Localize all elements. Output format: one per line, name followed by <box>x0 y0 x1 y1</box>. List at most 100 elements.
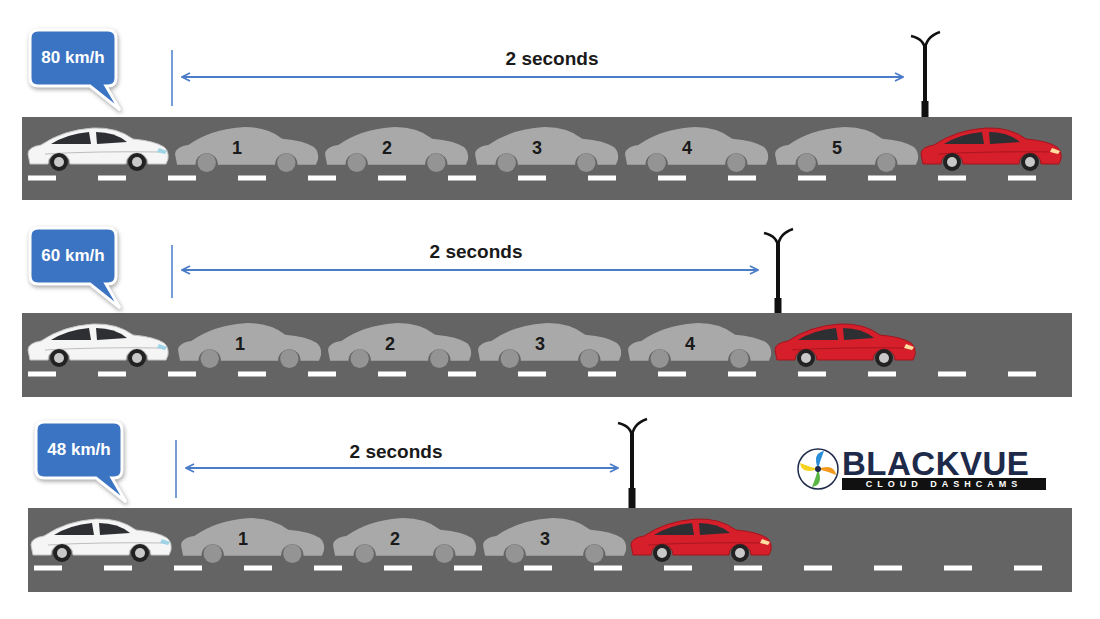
distance-label: 2 seconds <box>376 240 576 264</box>
following-car: 2 <box>330 514 478 564</box>
road <box>22 313 1072 397</box>
car-wheel <box>727 153 745 172</box>
speed-label: 48 km/h <box>36 422 122 478</box>
bubble-shape <box>28 226 128 311</box>
car-number: 1 <box>172 137 302 159</box>
car-silhouette <box>172 123 320 173</box>
following-car: 3 <box>475 319 623 369</box>
bubble-outline <box>30 228 120 308</box>
car-body <box>775 127 918 165</box>
following-car: 4 <box>622 123 770 173</box>
car-wheel <box>435 544 453 563</box>
car-shape <box>478 323 621 368</box>
lamp-post <box>764 229 793 320</box>
following-car: 2 <box>322 123 470 173</box>
car-silhouette <box>472 123 620 173</box>
bubble-shape <box>34 420 134 505</box>
car-wheel <box>430 349 448 368</box>
car-silhouette <box>475 319 623 369</box>
following-car: 1 <box>172 123 320 173</box>
following-car: 1 <box>175 319 323 369</box>
bubble-outline <box>30 30 120 110</box>
car-number: 1 <box>175 333 305 355</box>
bubble-shape <box>28 28 128 113</box>
lane-marking <box>28 176 1072 181</box>
car-body <box>328 323 471 361</box>
car-wheel <box>348 153 366 172</box>
following-car: 5 <box>772 123 920 173</box>
road <box>28 508 1072 592</box>
car-wheel <box>877 153 895 172</box>
car-silhouette <box>480 514 628 564</box>
car-wheel <box>651 349 669 368</box>
car-silhouette <box>330 514 478 564</box>
start-tick <box>175 440 177 498</box>
car-silhouette <box>175 319 323 369</box>
car-shape <box>325 127 468 172</box>
car-shape <box>628 323 771 368</box>
car-number: 3 <box>480 528 610 550</box>
car-body <box>178 323 321 361</box>
distance-arrow <box>182 269 758 271</box>
car-wheel <box>798 153 816 172</box>
car-wheel <box>427 153 445 172</box>
car-number: 2 <box>330 528 460 550</box>
car-shape <box>181 518 324 563</box>
distance-arrow <box>186 467 618 469</box>
car-number: 4 <box>625 333 755 355</box>
white-car <box>28 128 168 171</box>
speed-bubble: 48 km/h <box>34 420 134 505</box>
following-car: 3 <box>472 123 620 173</box>
car-wheel <box>648 153 666 172</box>
car-wheel <box>198 153 216 172</box>
car-shape <box>328 323 471 368</box>
car-body <box>175 127 318 165</box>
lane-marking <box>34 566 1072 571</box>
car-shape <box>175 127 318 172</box>
car-body <box>628 323 771 361</box>
car-silhouette <box>772 123 920 173</box>
car-body <box>483 518 626 556</box>
car-number: 3 <box>475 333 605 355</box>
car-wheel <box>351 349 369 368</box>
car-number: 2 <box>322 137 452 159</box>
car-wheel <box>277 153 295 172</box>
car-silhouette <box>325 319 473 369</box>
lane-marking <box>28 372 1072 377</box>
white-car <box>31 519 171 562</box>
car-silhouette <box>622 123 770 173</box>
car-number: 2 <box>325 333 455 355</box>
car-wheel <box>280 349 298 368</box>
speed-bubble: 80 km/h <box>28 28 128 113</box>
car-number: 1 <box>178 528 308 550</box>
brand-tagline: CLOUD DASHCAMS <box>842 478 1046 490</box>
distance-arrow <box>182 76 903 78</box>
distance-label: 2 seconds <box>296 440 496 464</box>
car-body <box>325 127 468 165</box>
lamp-post <box>911 32 940 123</box>
car-shape <box>625 127 768 172</box>
car-wheel <box>730 349 748 368</box>
car-wheel <box>201 349 219 368</box>
car-wheel <box>498 153 516 172</box>
white-car <box>28 324 168 367</box>
car-silhouette <box>625 319 773 369</box>
start-tick <box>171 50 173 106</box>
following-car: 4 <box>625 319 773 369</box>
car-body <box>333 518 476 556</box>
speed-label: 60 km/h <box>30 228 116 284</box>
car-wheel <box>356 544 374 563</box>
car-body <box>475 127 618 165</box>
car-silhouette <box>322 123 470 173</box>
car-number: 3 <box>472 137 602 159</box>
logo-bar <box>842 478 1046 490</box>
car-number: 4 <box>622 137 752 159</box>
red-car <box>775 324 915 367</box>
following-car: 1 <box>178 514 326 564</box>
car-shape <box>475 127 618 172</box>
car-wheel <box>506 544 524 563</box>
speed-label: 80 km/h <box>30 30 116 86</box>
car-shape <box>775 127 918 172</box>
